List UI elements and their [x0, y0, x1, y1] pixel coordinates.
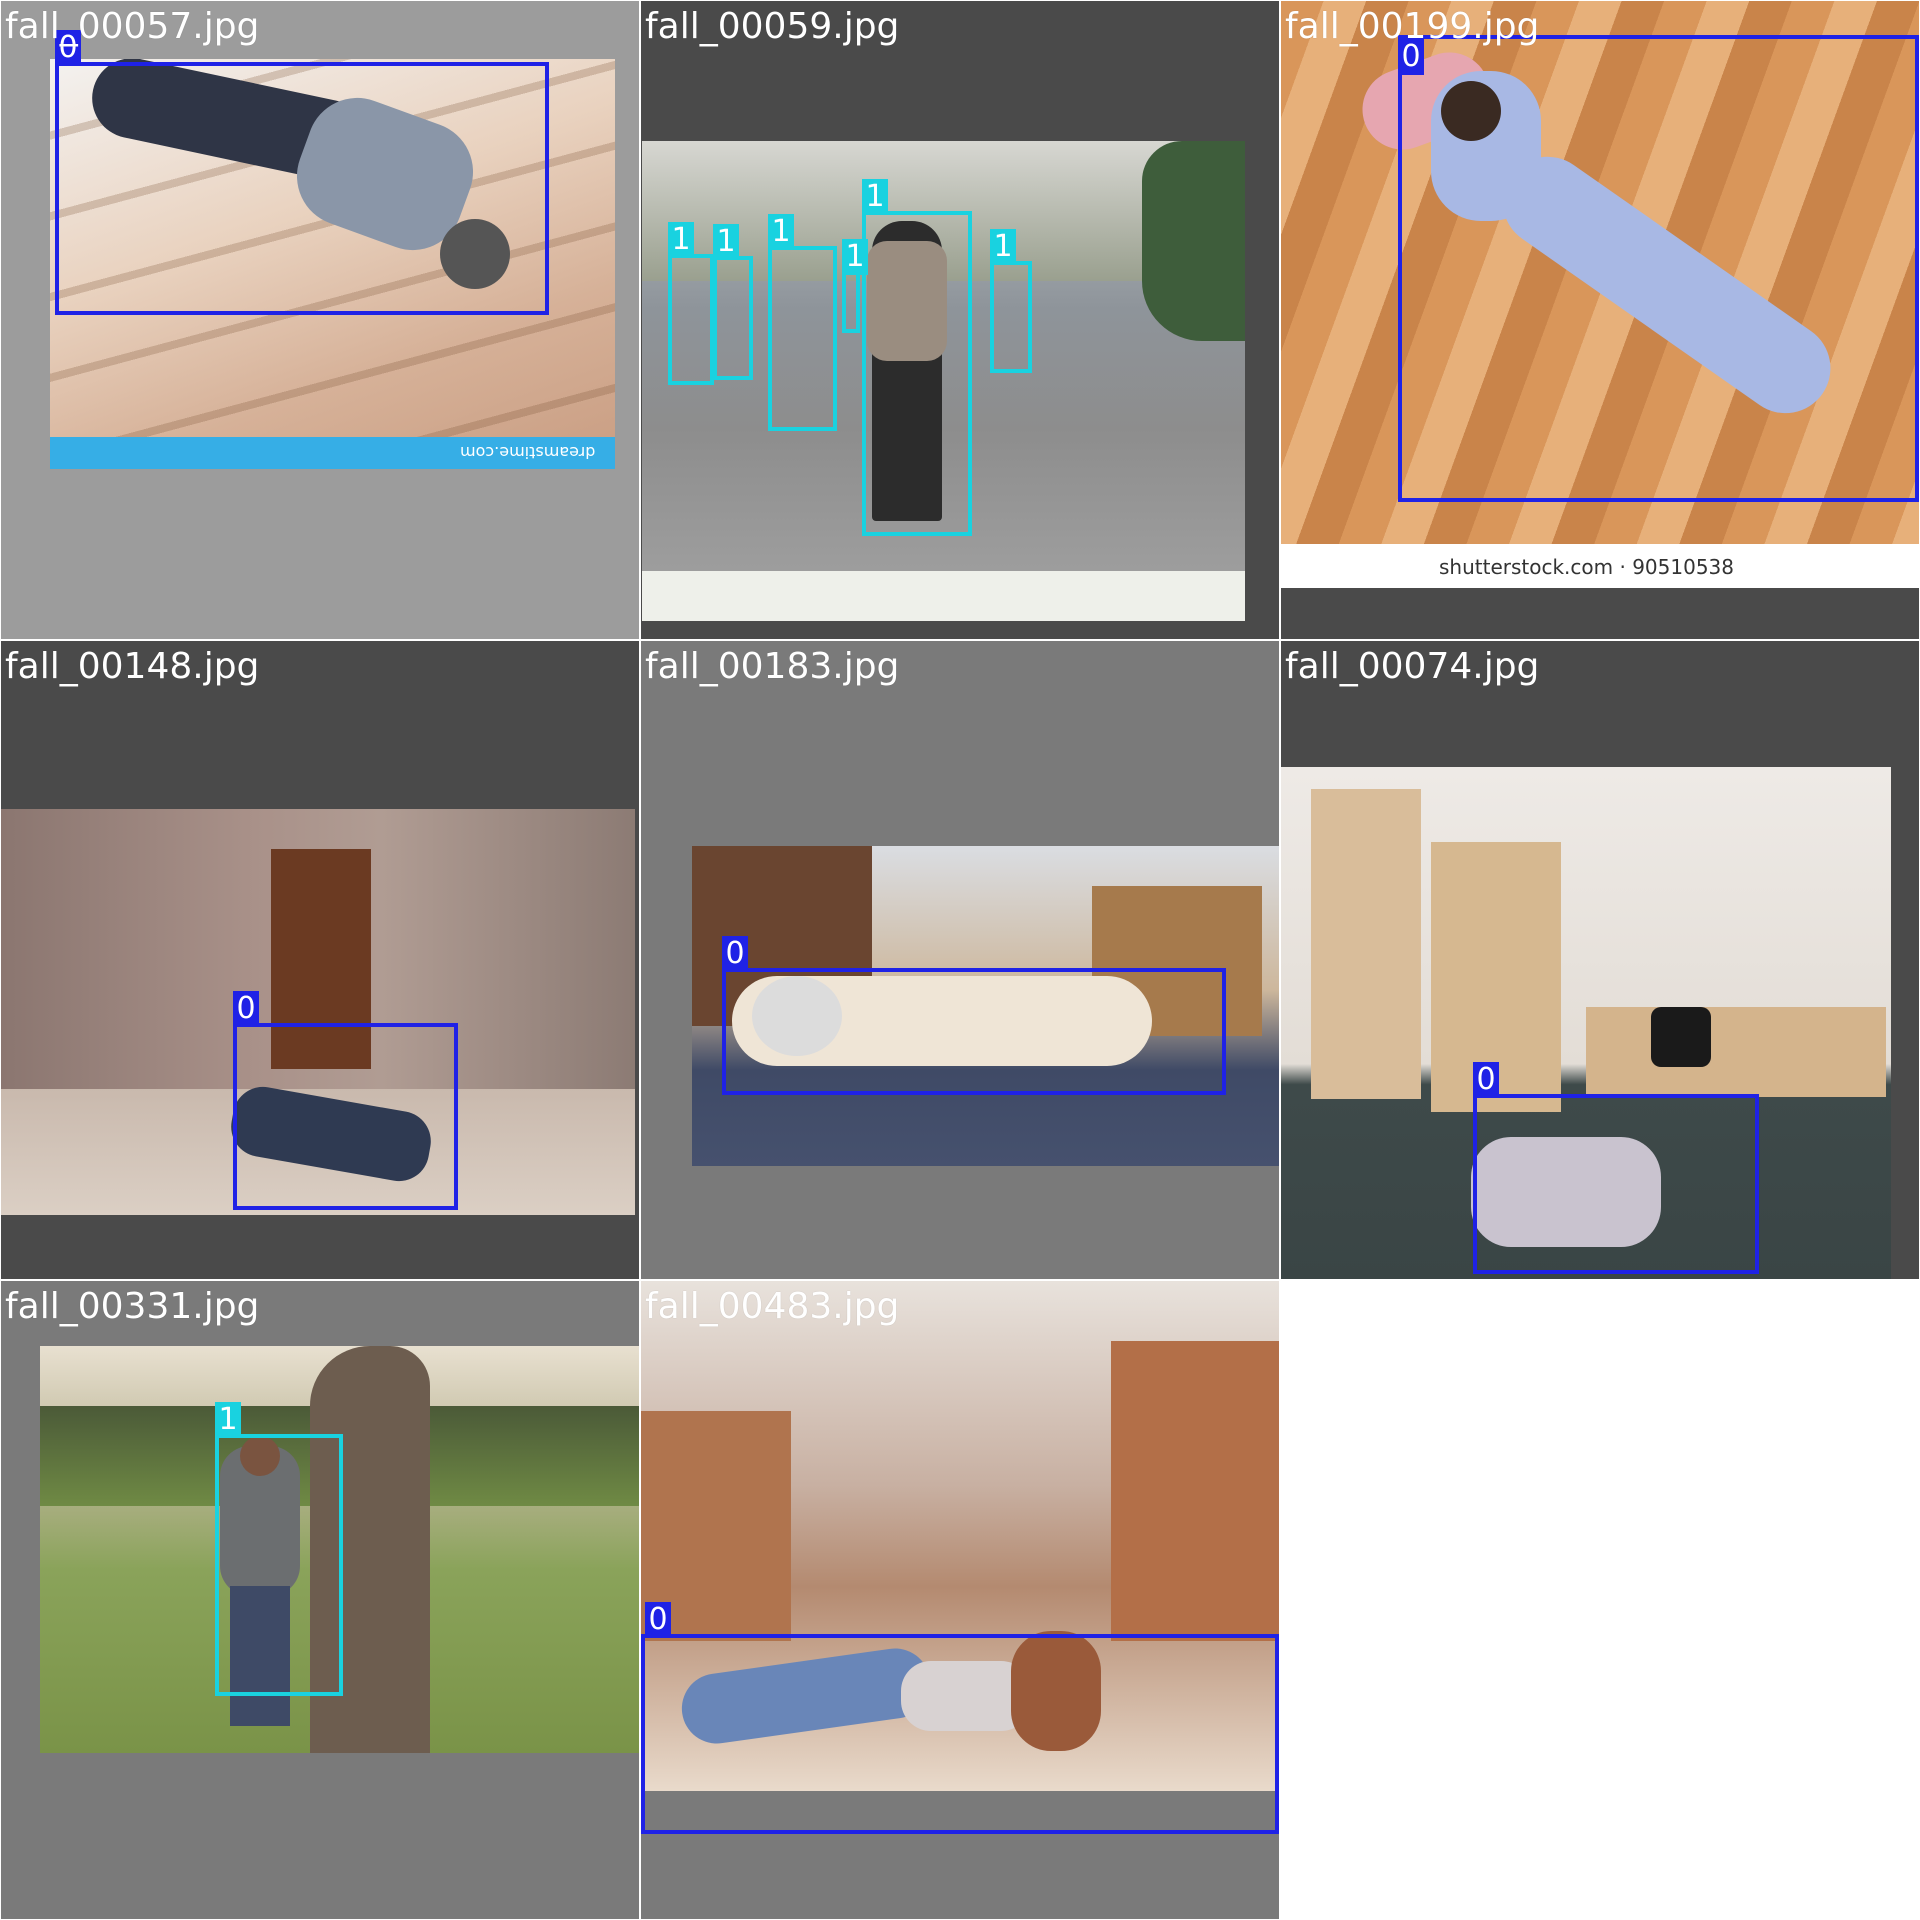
tile-fall-00483: 0 fall_00483.jpg	[641, 1281, 1279, 1919]
filename-label: fall_00059.jpg	[645, 6, 900, 47]
bbox-class-0: 0	[55, 30, 549, 315]
photo-corridor-lying	[641, 1281, 1279, 1791]
filename-label: fall_00199.jpg	[1285, 6, 1540, 47]
tile-fall-00059: 1 1 1 1 1 1 fall_00059.jpg	[641, 1, 1279, 639]
filename-label: fall_00148.jpg	[5, 646, 260, 687]
bbox-label: 1	[862, 179, 888, 215]
bbox-label: 1	[990, 229, 1016, 265]
photo-street-crowd	[642, 141, 1245, 621]
bbox-class-0: 0	[1398, 35, 1919, 502]
watermark-text: dreamstime.com	[459, 443, 595, 462]
bbox-class-1: 1	[990, 229, 1032, 373]
photo-elderly-floor	[692, 846, 1279, 1166]
photo-office-fall	[1281, 767, 1891, 1279]
bbox-label: 0	[1398, 39, 1424, 75]
bbox-label: 0	[55, 30, 81, 66]
tile-fall-00183: 0 fall_00183.jpg	[641, 641, 1279, 1279]
bbox-class-1: 1	[842, 239, 868, 333]
filename-label: fall_00057.jpg	[5, 6, 260, 47]
bbox-class-0: 0	[233, 991, 458, 1210]
bbox-class-0: 0	[1473, 1062, 1759, 1274]
tile-empty	[1281, 1281, 1919, 1919]
bbox-class-0: 0	[722, 936, 1226, 1095]
bbox-label: 0	[722, 936, 748, 972]
bbox-class-1: 1	[862, 179, 972, 536]
filename-label: fall_00074.jpg	[1285, 646, 1540, 687]
bbox-label: 0	[645, 1602, 671, 1638]
bbox-label: 1	[713, 224, 739, 260]
photo-floor-lying: shutterstock.com · 90510538	[1281, 1, 1919, 588]
stock-caption: shutterstock.com · 90510538	[1439, 555, 1734, 579]
bbox-class-1: 1	[215, 1402, 343, 1696]
tile-fall-00057: dreamstime.com 0 fall_00057.jpg	[1, 1, 639, 639]
tile-fall-00331: 1 fall_00331.jpg	[1, 1281, 639, 1919]
filename-label: fall_00483.jpg	[645, 1286, 900, 1327]
bbox-label: 1	[668, 222, 694, 258]
filename-label: fall_00183.jpg	[645, 646, 900, 687]
bbox-class-1: 1	[713, 224, 753, 380]
bbox-label: 0	[233, 991, 259, 1027]
tile-fall-00148: 0 fall_00148.jpg	[1, 641, 639, 1279]
bbox-class-0: 0	[641, 1602, 1279, 1834]
bbox-class-1: 1	[768, 214, 837, 431]
bbox-label: 0	[1473, 1062, 1499, 1098]
photo-hallway-fall	[1, 809, 635, 1215]
bbox-class-1: 1	[668, 222, 714, 385]
photo-stairs-fall: dreamstime.com	[50, 59, 615, 469]
bbox-label: 1	[215, 1402, 241, 1438]
tile-fall-00074: 0 fall_00074.jpg	[1281, 641, 1919, 1279]
bbox-label: 1	[768, 214, 794, 250]
filename-label: fall_00331.jpg	[5, 1286, 260, 1327]
tile-fall-00199: shutterstock.com · 90510538 0 fall_00199…	[1281, 1, 1919, 639]
